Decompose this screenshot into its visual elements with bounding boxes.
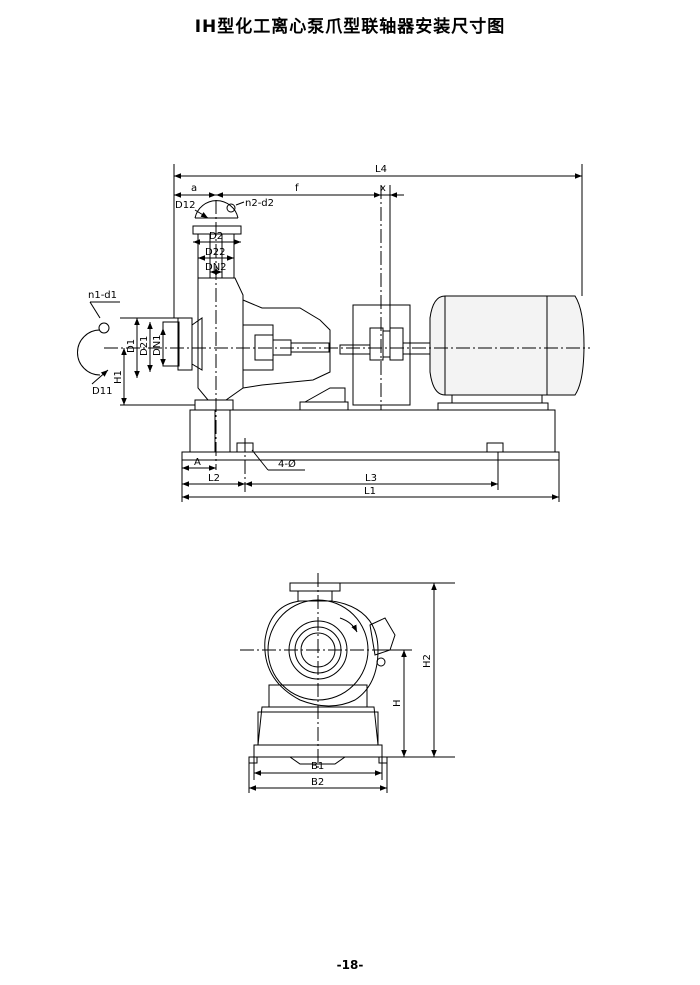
dim-label-L3: L3: [365, 473, 377, 484]
dim-label-L4: L4: [375, 164, 387, 175]
front-volute: [265, 600, 395, 706]
dim-label-D2: D2: [209, 231, 223, 242]
dim-label-H: H: [392, 699, 403, 707]
dim-label-n2-d2: n2-d2: [245, 198, 274, 209]
dim-label-x: x: [380, 183, 386, 194]
front-view-labels: H2 H B1 B2: [311, 654, 433, 788]
side-view-labels: L4 a f x D12 n2-d2 D2 D22 DN2 n1-d1 D1 D…: [88, 164, 387, 497]
dim-label-L1: L1: [364, 486, 376, 497]
outlet-flange-detail: [195, 201, 244, 218]
electric-motor: [430, 296, 584, 410]
inlet-flange-detail: [78, 302, 120, 384]
dim-label-f: f: [295, 183, 299, 194]
dim-label-n1-d1: n1-d1: [88, 290, 117, 301]
dim-label-A: A: [194, 457, 201, 468]
dim-label-D11: D11: [92, 386, 112, 397]
dim-label-L2: L2: [208, 473, 220, 484]
pump-casing: [163, 226, 348, 410]
dim-label-DN2: DN2: [205, 262, 227, 273]
dim-label-H2: H2: [422, 654, 433, 668]
dim-label-H1: H1: [113, 370, 124, 384]
dim-label-D12: D12: [175, 200, 195, 211]
dim-label-a: a: [191, 183, 197, 194]
dimension-lines: [121, 173, 582, 500]
page-title: IH型化工离心泵爪型联轴器安装尺寸图: [194, 17, 506, 37]
page-number: -18-: [336, 958, 364, 972]
dim-label-D21: D21: [139, 336, 150, 356]
baseplate: [182, 410, 559, 460]
front-dimension-lines: [249, 583, 437, 791]
bolt-leader: [252, 450, 305, 470]
center-lines: [104, 185, 590, 492]
dim-label-B2: B2: [311, 777, 324, 788]
dim-label-D22: D22: [205, 247, 225, 258]
dim-label-bolt: 4-Ø: [278, 458, 296, 470]
front-view: [240, 573, 455, 793]
coupling: [340, 305, 433, 405]
dim-label-DN1: DN1: [152, 334, 163, 356]
dim-label-D1: D1: [126, 339, 137, 353]
front-extension-lines: [249, 583, 455, 793]
side-view: [78, 164, 591, 502]
dim-label-B1: B1: [311, 761, 324, 772]
front-center-lines: [240, 573, 395, 770]
extension-lines: [120, 164, 582, 502]
front-outlet-flange: [290, 583, 340, 601]
